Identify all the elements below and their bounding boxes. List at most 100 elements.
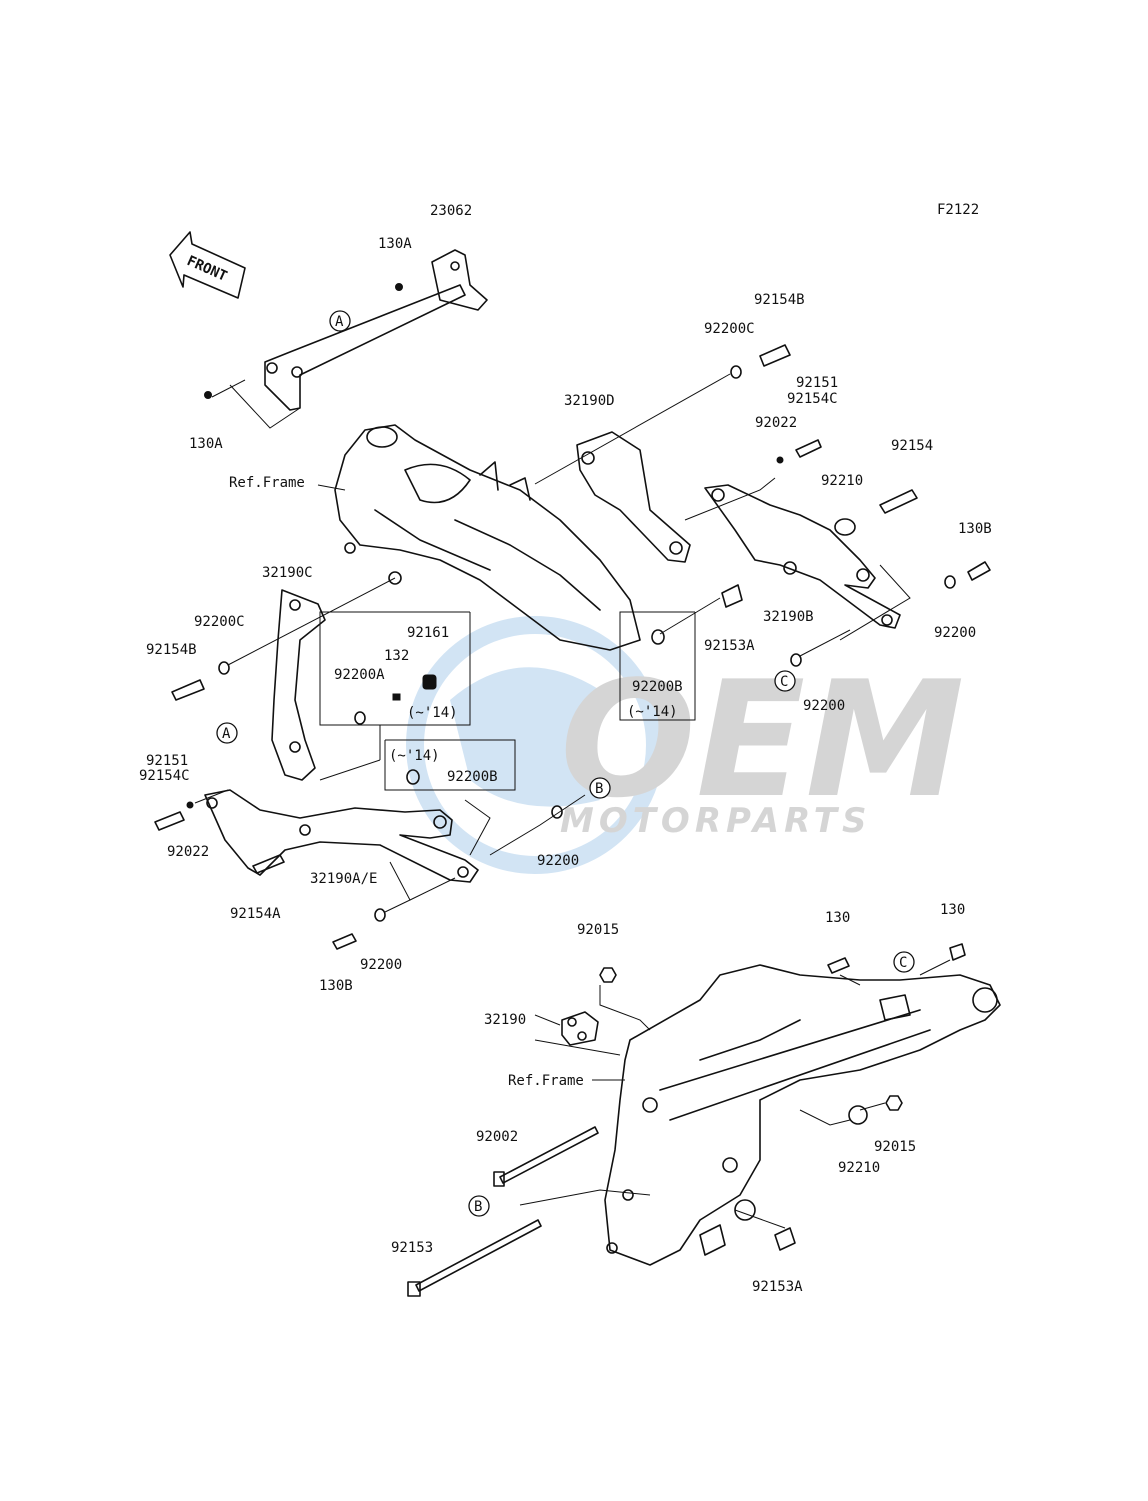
label-92154a: 92154A [230, 906, 281, 922]
label-92154: 92154 [891, 438, 933, 454]
ref-marker-b-upper: B [589, 777, 611, 799]
label-92153a-upper: 92153A [704, 638, 755, 654]
label-130-mid: 130 [825, 910, 850, 926]
label-92154b-left: 92154B [146, 642, 197, 658]
front-arrow-icon: FRONT [169, 231, 246, 299]
label-92200c-left: 92200C [194, 614, 245, 630]
bolt-92154c-right [795, 439, 822, 458]
bracket-32190 [561, 1011, 599, 1046]
hanger-32190ae [204, 789, 479, 883]
label-92210-upper: 92210 [821, 473, 863, 489]
bolt-92154b-right [759, 344, 791, 367]
label-92200c-right: 92200C [704, 321, 755, 337]
label-92200-bottom: 92200 [360, 957, 402, 973]
hanger-32190c [271, 589, 326, 781]
bolt-130a-left [204, 391, 212, 399]
label-130-right: 130 [940, 902, 965, 918]
inset-box-92200b [384, 739, 516, 791]
hanger-32190d [576, 431, 691, 563]
nut-92210-lower [848, 1105, 868, 1125]
washer-92200c-left [218, 661, 230, 675]
label-92022-right: 92022 [755, 415, 797, 431]
ref-marker-a-upper: A [329, 310, 351, 332]
bracket-23062 [264, 249, 488, 411]
bolt-130a-top [395, 283, 403, 291]
label-132: 132 [384, 648, 409, 664]
label-92015-left: 92015 [577, 922, 619, 938]
bushing-92161 [422, 674, 437, 690]
ref-marker-c-lower: C [893, 951, 915, 973]
label-92200b-lower: 92200B [447, 769, 498, 785]
washer-92200c-right [730, 365, 742, 379]
bolt-92154c-left [154, 811, 185, 831]
label-92200-lower-mid: 92200 [537, 853, 579, 869]
nut-92015-right [885, 1095, 903, 1111]
washer-92200-lower-mid [551, 805, 563, 819]
pin-132 [392, 693, 401, 701]
inset-box-right [619, 611, 696, 721]
label-32190c: 32190C [262, 565, 313, 581]
label-32190d: 32190D [564, 393, 615, 409]
washer-92200-bottom [374, 908, 386, 922]
label-92210-lower: 92210 [838, 1160, 880, 1176]
nut-92015-left [599, 967, 617, 983]
label-130a-left: 130A [189, 436, 223, 452]
washer-92022-right [776, 456, 784, 464]
washer-92200b-lower [406, 769, 420, 785]
label-23062: 23062 [430, 203, 472, 219]
label-ref-frame-upper: Ref.Frame [229, 475, 305, 491]
ref-marker-b-lower: B [468, 1195, 490, 1217]
label-92200b-upper: 92200B [632, 679, 683, 695]
bolt-130-mid [827, 957, 850, 974]
label-14-lower: (~'14) [389, 748, 440, 764]
hanger-32190b [704, 484, 901, 629]
label-92153: 92153 [391, 1240, 433, 1256]
label-92200a: 92200A [334, 667, 385, 683]
label-92022-left: 92022 [167, 844, 209, 860]
svg-text:C: C [780, 674, 788, 690]
washer-92200-mid [790, 653, 802, 667]
svg-text:C: C [899, 955, 907, 971]
nut-92210-upper [834, 518, 856, 536]
label-32190: 32190 [484, 1012, 526, 1028]
bolt-92154b-left [171, 679, 205, 701]
collar-92153a-upper [721, 584, 743, 608]
label-92154b-right: 92154B [754, 292, 805, 308]
bolt-92153 [407, 1219, 542, 1297]
label-130b-left: 130B [319, 978, 353, 994]
label-92151-right: 92151 [796, 375, 838, 391]
watermark-brand: OEM [560, 646, 965, 833]
label-130a-top: 130A [378, 236, 412, 252]
ref-frame-upper [334, 424, 641, 651]
washer-92200a [354, 711, 366, 725]
label-92200-right: 92200 [934, 625, 976, 641]
label-14-mid: (~'14) [407, 705, 458, 721]
label-92151-left: 92151 [146, 753, 188, 769]
diagram-code: F2122 [937, 202, 979, 218]
label-92002: 92002 [476, 1129, 518, 1145]
svg-text:A: A [222, 726, 231, 742]
label-130b-right: 130B [958, 521, 992, 537]
label-92161: 92161 [407, 625, 449, 641]
bolt-92154a [252, 854, 285, 874]
washer-92200b-upper [651, 629, 665, 645]
inset-box-92161 [319, 611, 471, 781]
ref-frame-lower [604, 964, 1001, 1266]
svg-text:B: B [474, 1199, 482, 1215]
svg-text:A: A [335, 314, 344, 330]
label-ref-frame-lower: Ref.Frame [508, 1073, 584, 1089]
watermark-tagline: MOTORPARTS [560, 801, 871, 841]
svg-text:B: B [595, 781, 603, 797]
washer-92022-left [186, 801, 194, 809]
label-92153a-lower: 92153A [752, 1279, 803, 1295]
label-32190ae: 32190A/E [310, 871, 377, 887]
bolt-92154 [879, 489, 918, 514]
bolt-130b-left [332, 933, 357, 950]
collar-92153a-lower [774, 1227, 796, 1251]
bolt-130-right [949, 943, 966, 961]
label-92200-mid: 92200 [803, 698, 845, 714]
watermark-logo: OEM MOTORPARTS [406, 616, 965, 874]
label-92154c-right: 92154C [787, 391, 838, 407]
label-14-upper-right: (~'14) [627, 704, 678, 720]
